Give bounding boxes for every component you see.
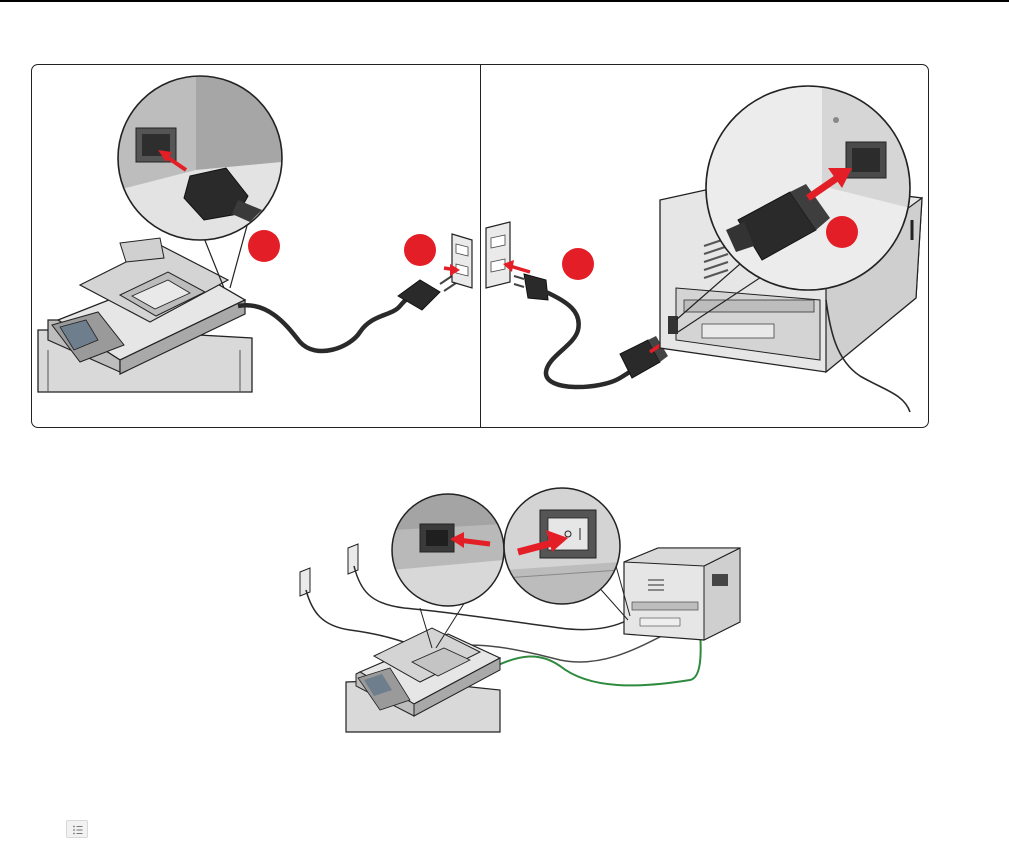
printer-device-bottom: [624, 548, 740, 640]
wall-outlet-a: [300, 568, 310, 596]
callout-power-switch: [504, 488, 620, 604]
power-cable-mfp: [306, 590, 420, 648]
list-icon[interactable]: [66, 820, 88, 838]
callout-cable-port: [392, 494, 504, 606]
network-cable: [492, 630, 701, 685]
wall-outlet-b: [348, 544, 358, 574]
